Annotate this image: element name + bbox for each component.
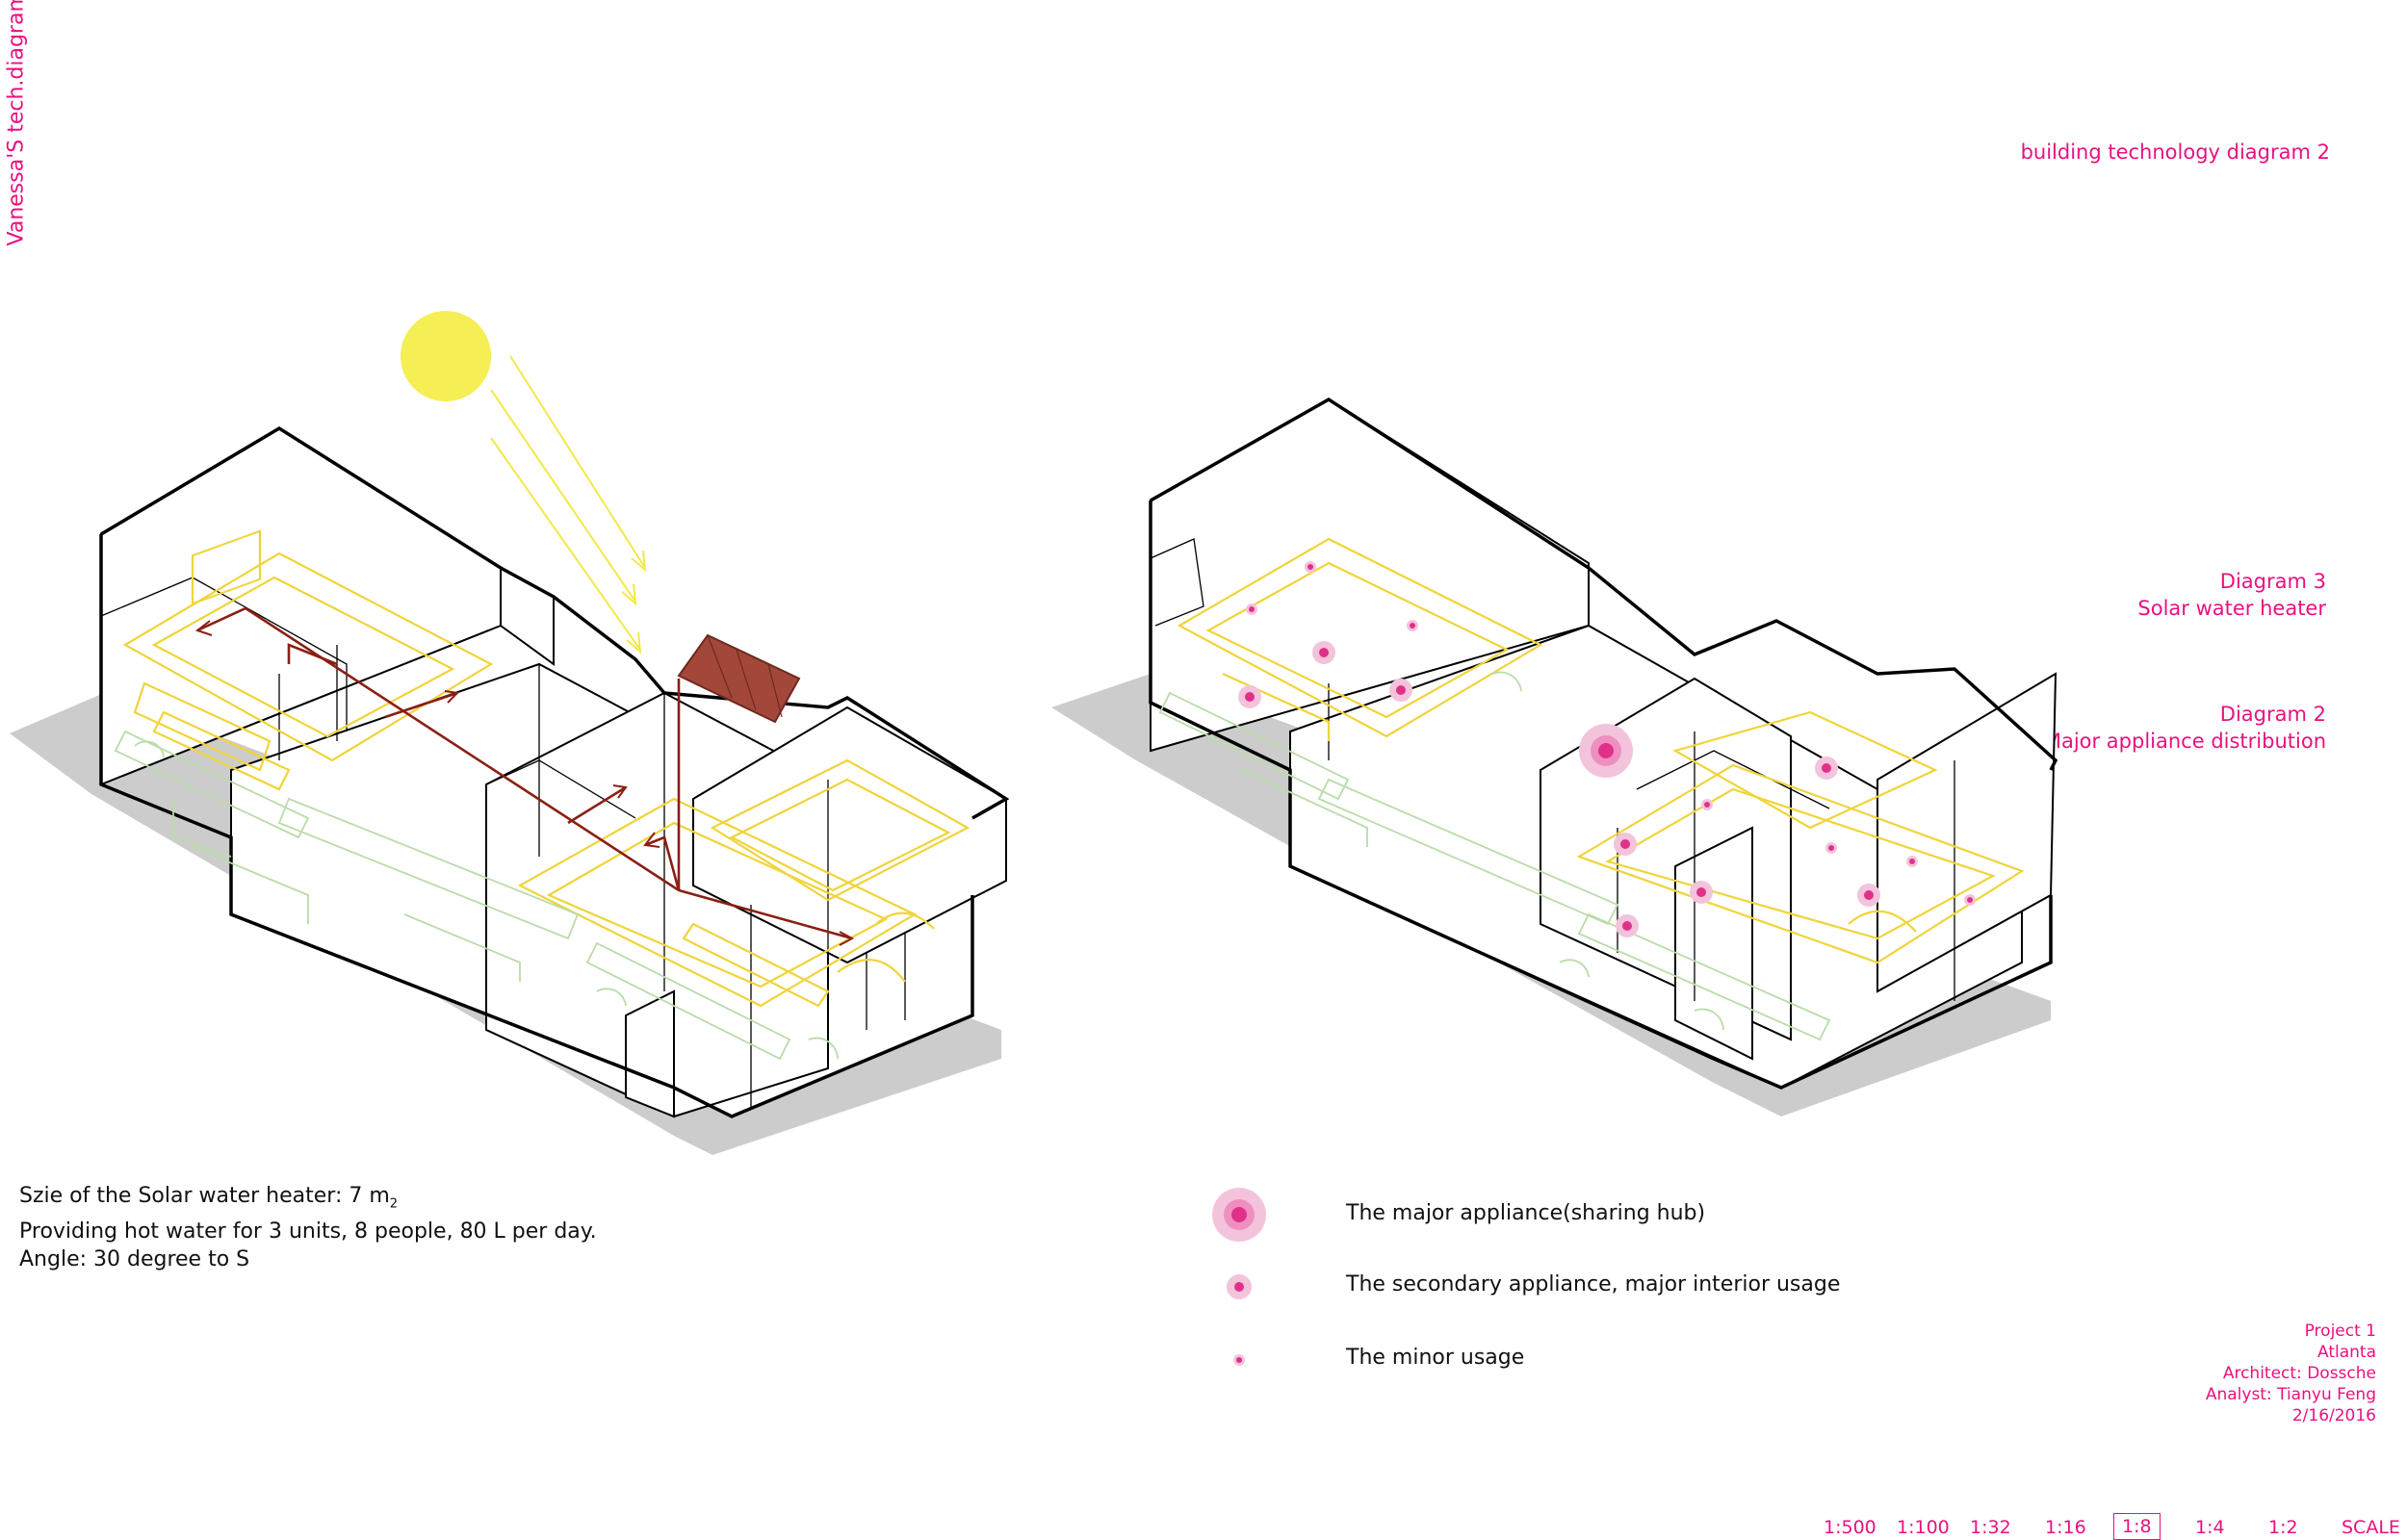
page-title: building technology diagram 2 — [2020, 141, 2330, 164]
scale-1-100[interactable]: 1:100 — [1897, 1517, 1950, 1538]
legend-minor-icon — [1233, 1354, 1245, 1366]
legend-major-label: The major appliance(sharing hub) — [1346, 1201, 1706, 1225]
scale-1-4[interactable]: 1:4 — [2195, 1517, 2225, 1538]
legend-minor-label: The minor usage — [1346, 1346, 1525, 1370]
solar-size-line: Szie of the Solar water heater: 7 m2 — [19, 1184, 399, 1212]
solar-heater-notes: Szie of the Solar water heater: 7 m2 Pro… — [19, 1182, 597, 1273]
project-architect: Architect: Dossche — [2222, 1364, 2376, 1383]
sun-rays — [490, 355, 647, 654]
scale-1-2[interactable]: 1:2 — [2268, 1517, 2298, 1538]
scale-label: SCALE — [2342, 1517, 2400, 1538]
project-city: Atlanta — [2317, 1343, 2376, 1362]
right-outline — [1149, 500, 2053, 1090]
diagram3-title: Diagram 3 — [2219, 570, 2326, 593]
legend-secondary-icon — [1227, 1274, 1252, 1299]
diagram2-subtitle: Major appliance distribution — [2043, 730, 2326, 753]
legend-major-icon — [1212, 1188, 1266, 1242]
diagram2-label: Diagram 2 Major appliance distribution — [2044, 701, 2326, 755]
appliance-markers — [1238, 561, 1976, 937]
solar-panel-icon — [677, 633, 801, 724]
appliance-major-icon — [1579, 724, 1633, 778]
right-axonometric — [1051, 397, 2058, 1116]
appliance-minor-icon — [1246, 561, 1976, 906]
sun-icon — [401, 311, 491, 401]
solar-capacity-line: Providing hot water for 3 units, 8 peopl… — [19, 1219, 597, 1245]
right-floorplan-green — [1158, 671, 1831, 1041]
project-date: 2/16/2016 — [2291, 1406, 2376, 1425]
project-info: Project 1 Atlanta Architect: Dossche Ana… — [2206, 1321, 2376, 1426]
project-name: Project 1 — [2304, 1322, 2376, 1341]
diagram3-label: Diagram 3 Solar water heater — [2137, 568, 2326, 622]
appliance-secondary-icon — [1238, 641, 1880, 937]
solar-angle-line: Angle: 30 degree to S — [19, 1247, 250, 1272]
diagram3-subtitle: Solar water heater — [2137, 597, 2326, 620]
legend-secondary-label: The secondary appliance, major interior … — [1346, 1272, 1841, 1296]
scale-1-16[interactable]: 1:16 — [2045, 1517, 2086, 1538]
left-building-mass — [100, 426, 1007, 1118]
scale-1-8[interactable]: 1:8 — [2113, 1513, 2161, 1540]
left-axonometric — [10, 311, 1010, 1155]
scale-1-500[interactable]: 1:500 — [1824, 1517, 1876, 1538]
project-analyst: Analyst: Tianyu Feng — [2205, 1385, 2376, 1404]
scale-bar: 1:500 1:100 1:32 1:16 1:8 1:4 1:2 SCALE — [1791, 1509, 2407, 1540]
left-outline — [99, 534, 974, 1118]
pipe-arrowheads — [194, 620, 855, 946]
hot-water-pipes — [196, 606, 853, 940]
legend-symbols — [1212, 1188, 1266, 1366]
left-floorplan-green — [114, 730, 839, 1061]
diagram2-title: Diagram 2 — [2219, 703, 2326, 726]
left-floorplan-yellow — [122, 529, 971, 1008]
scale-1-32[interactable]: 1:32 — [1970, 1517, 2011, 1538]
right-floorplan-yellow — [1177, 537, 2025, 964]
